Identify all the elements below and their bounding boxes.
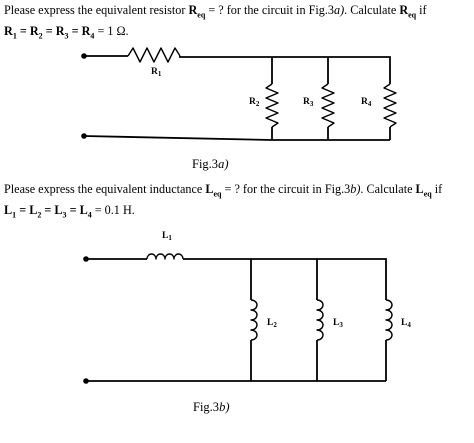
problem-a-text: Please express the equivalent resistor R… bbox=[4, 2, 470, 45]
given-values-a: R1 = R2 = R3 = R4 bbox=[4, 24, 95, 41]
resistor-r3 bbox=[321, 83, 335, 128]
figure-b-caption: Fig.3b) bbox=[193, 400, 230, 414]
wire-b-top bbox=[183, 258, 387, 300]
label-r4: R4 bbox=[361, 97, 372, 108]
fig-3a-circuit: R1 R2 R3 R4 bbox=[81, 47, 397, 141]
leq-symbol-2: Leq bbox=[415, 182, 432, 199]
problem-b-line-1: Please express the equivalent inductance… bbox=[4, 182, 443, 199]
resistor-r4 bbox=[383, 83, 397, 128]
problem-a-line-1: Please express the equivalent resistor R… bbox=[4, 3, 427, 20]
fig-3b-circuit: L1 L2 L3 L4 bbox=[83, 231, 411, 384]
inductor-l3 bbox=[316, 299, 324, 341]
label-l3: L3 bbox=[333, 318, 343, 329]
label-r1: R1 bbox=[151, 67, 162, 78]
problem-b-text: Please express the equivalent inductance… bbox=[4, 181, 470, 224]
wire-a-bottom bbox=[83, 135, 390, 141]
label-l1: L1 bbox=[162, 231, 172, 242]
inductor-l1 bbox=[146, 253, 184, 260]
label-l4: L4 bbox=[401, 318, 411, 329]
given-values-b: L1 = L2 = L3 = L4 bbox=[4, 203, 92, 220]
req-symbol: Req bbox=[188, 3, 206, 20]
label-r2: R2 bbox=[249, 97, 260, 108]
req-symbol-2: Req bbox=[399, 3, 417, 20]
problem-a-line-2: R1 = R2 = R3 = R4 = 1 Ω. bbox=[4, 24, 129, 41]
resistor-r1 bbox=[127, 47, 181, 63]
label-r3: R3 bbox=[303, 97, 314, 108]
wire-a-top bbox=[179, 56, 391, 84]
figure-a-caption: Fig.3a) bbox=[192, 157, 229, 171]
label-l2: L2 bbox=[267, 318, 277, 329]
resistor-r2 bbox=[265, 83, 279, 128]
leq-symbol: Leq bbox=[205, 182, 222, 199]
problem-b-line-2: L1 = L2 = L3 = L4 = 0.1 H. bbox=[4, 203, 135, 220]
inductor-l2 bbox=[250, 299, 258, 341]
inductor-l4 bbox=[385, 299, 393, 341]
